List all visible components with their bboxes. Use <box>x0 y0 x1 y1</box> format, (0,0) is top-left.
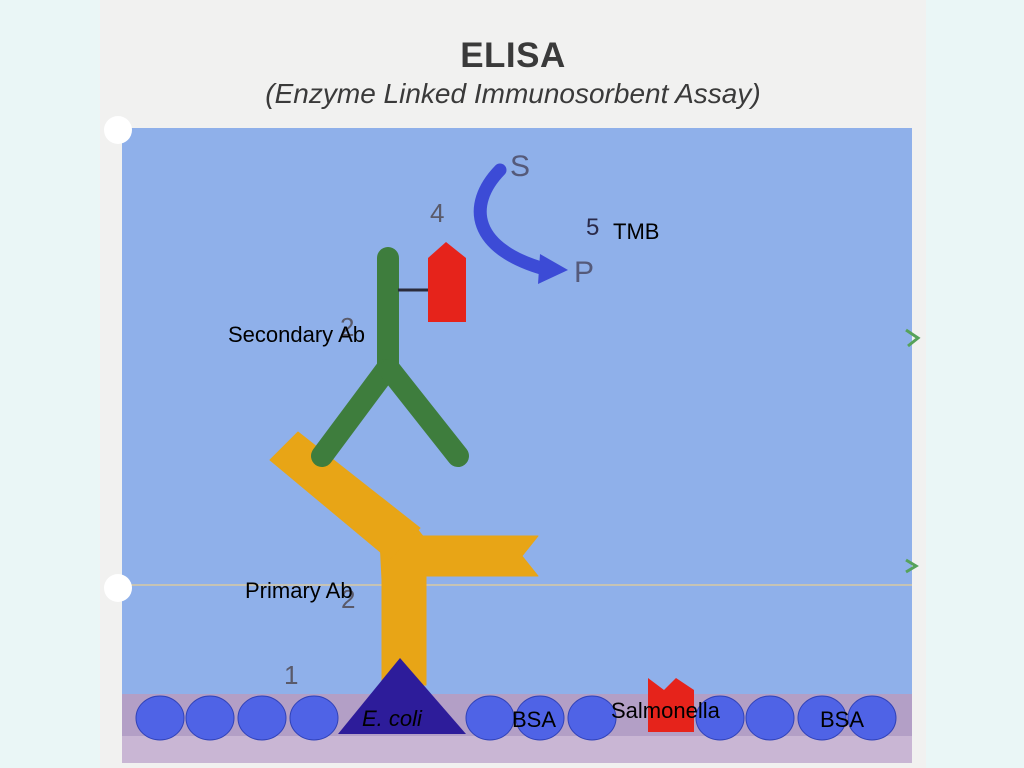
step-number-4: 4 <box>430 198 445 228</box>
salmonella-label: Salmonella <box>611 698 720 723</box>
bsa-label-left: BSA <box>512 707 557 732</box>
bsa-sphere <box>695 695 745 741</box>
salmonella-antigen <box>648 678 694 732</box>
bsa-sphere <box>465 695 515 741</box>
bsa-sphere <box>567 695 617 741</box>
secondary-antibody-arm-right <box>379 359 469 467</box>
bsa-sphere <box>135 695 185 741</box>
bsa-sphere <box>185 695 235 741</box>
punch-hole-bottom <box>104 574 132 602</box>
bsa-sphere <box>847 695 897 741</box>
bsa-sphere <box>797 695 847 741</box>
step-number-2-secondary: 2 <box>340 312 355 342</box>
tmb-label: TMB <box>613 219 660 244</box>
bsa-layer <box>135 695 897 741</box>
punch-hole-top <box>104 116 132 144</box>
bsa-label-right: BSA <box>820 707 865 732</box>
step-number-2-primary: 2 <box>341 584 356 614</box>
primary-antibody <box>269 431 539 686</box>
primary-antibody-arm-left <box>269 431 421 561</box>
slide-subtitle: (Enzyme Linked Immunosorbent Assay) <box>265 78 761 109</box>
secondary-antibody-arm-left <box>311 359 397 467</box>
assay-panel <box>122 128 912 763</box>
primary-antibody-arm-right <box>399 535 539 577</box>
ecoli-label: E. coli <box>362 706 422 731</box>
secondary-ab-label: Secondary Ab <box>228 322 365 347</box>
substrate-label: S <box>510 150 531 183</box>
primary-ab-label: Primary Ab <box>245 578 353 603</box>
secondary-antibody <box>311 247 469 467</box>
step-number-1: 1 <box>284 660 299 690</box>
edge-mark <box>905 328 921 348</box>
bsa-sphere <box>289 695 339 741</box>
reaction-arrow <box>473 163 555 277</box>
bsa-sphere <box>237 695 287 741</box>
reaction-arrowhead <box>538 254 568 284</box>
bsa-sphere <box>515 695 565 741</box>
step-number-5: 5 <box>586 214 600 241</box>
ecoli-antigen <box>338 658 466 734</box>
enzyme <box>428 242 466 322</box>
plate-base <box>122 736 912 763</box>
product-label: P <box>574 256 595 289</box>
slide-title: ELISA <box>460 36 566 75</box>
bsa-sphere <box>745 695 795 741</box>
edge-mark <box>905 558 919 574</box>
